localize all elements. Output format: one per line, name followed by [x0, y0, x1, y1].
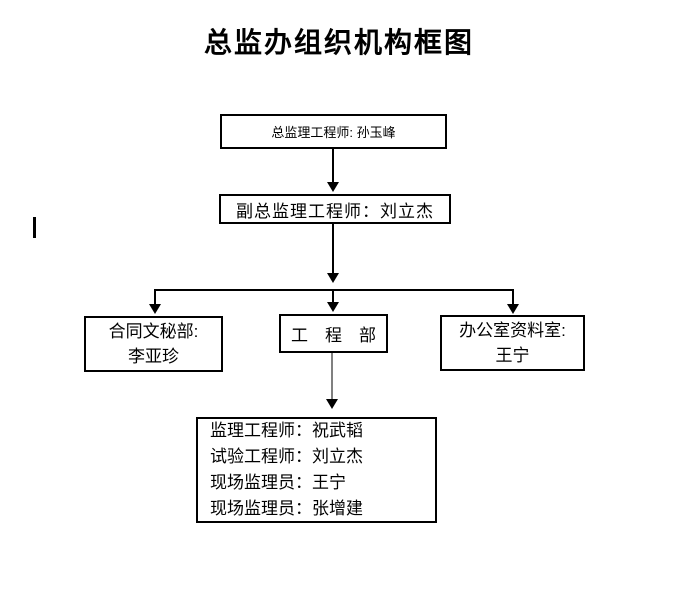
node-contract-secretary-dept-title: 合同文秘部: — [108, 322, 199, 341]
arrowhead-down-icon — [149, 304, 161, 314]
node-chief-engineer: 总监理工程师: 孙玉峰 — [220, 114, 447, 149]
connector-rail-office-line — [512, 289, 514, 305]
node-contract-secretary-dept-person: 李亚珍 — [128, 347, 179, 366]
node-contract-secretary-dept: 合同文秘部: 李亚珍 — [84, 316, 223, 372]
connector-rail-contract-line — [154, 289, 156, 305]
connector-deputy-rail-line — [332, 224, 334, 274]
branch-rail-line — [154, 289, 514, 291]
node-engineering-dept-label: 工 程 部 — [291, 326, 376, 345]
arrowhead-down-icon — [327, 302, 339, 312]
node-engineering-dept: 工 程 部 — [279, 314, 388, 353]
staff-line-site-supervisor-1: 现场监理员：王宁 — [210, 473, 346, 492]
node-office-archives: 办公室资料室: 王宁 — [440, 315, 585, 371]
node-deputy-chief-engineer: 副总监理工程师：刘立杰 — [219, 194, 451, 224]
page-title: 总监办组织机构框图 — [203, 28, 474, 59]
connector-chief-deputy-line — [332, 149, 334, 183]
node-staff-list: 监理工程师：祝武韬 试验工程师：刘立杰 现场监理员：王宁 现场监理员：张增建 — [196, 417, 437, 523]
node-chief-engineer-label: 总监理工程师: 孙玉峰 — [271, 125, 396, 140]
node-office-archives-person: 王宁 — [495, 346, 530, 365]
node-deputy-chief-engineer-label: 副总监理工程师：刘立杰 — [236, 201, 434, 221]
connector-rail-engineering-line — [332, 289, 334, 303]
arrowhead-down-icon — [327, 182, 339, 192]
text-cursor — [33, 217, 36, 238]
connector-engineering-staff-line — [331, 353, 333, 399]
node-office-archives-title: 办公室资料室: — [459, 321, 566, 340]
staff-line-site-supervisor-2: 现场监理员：张增建 — [210, 499, 363, 518]
arrowhead-down-icon — [507, 304, 519, 314]
staff-line-supervising-engineer: 监理工程师：祝武韬 — [210, 421, 363, 440]
staff-line-test-engineer: 试验工程师：刘立杰 — [210, 447, 363, 466]
arrowhead-down-icon — [327, 273, 339, 283]
arrowhead-down-icon — [326, 399, 338, 409]
